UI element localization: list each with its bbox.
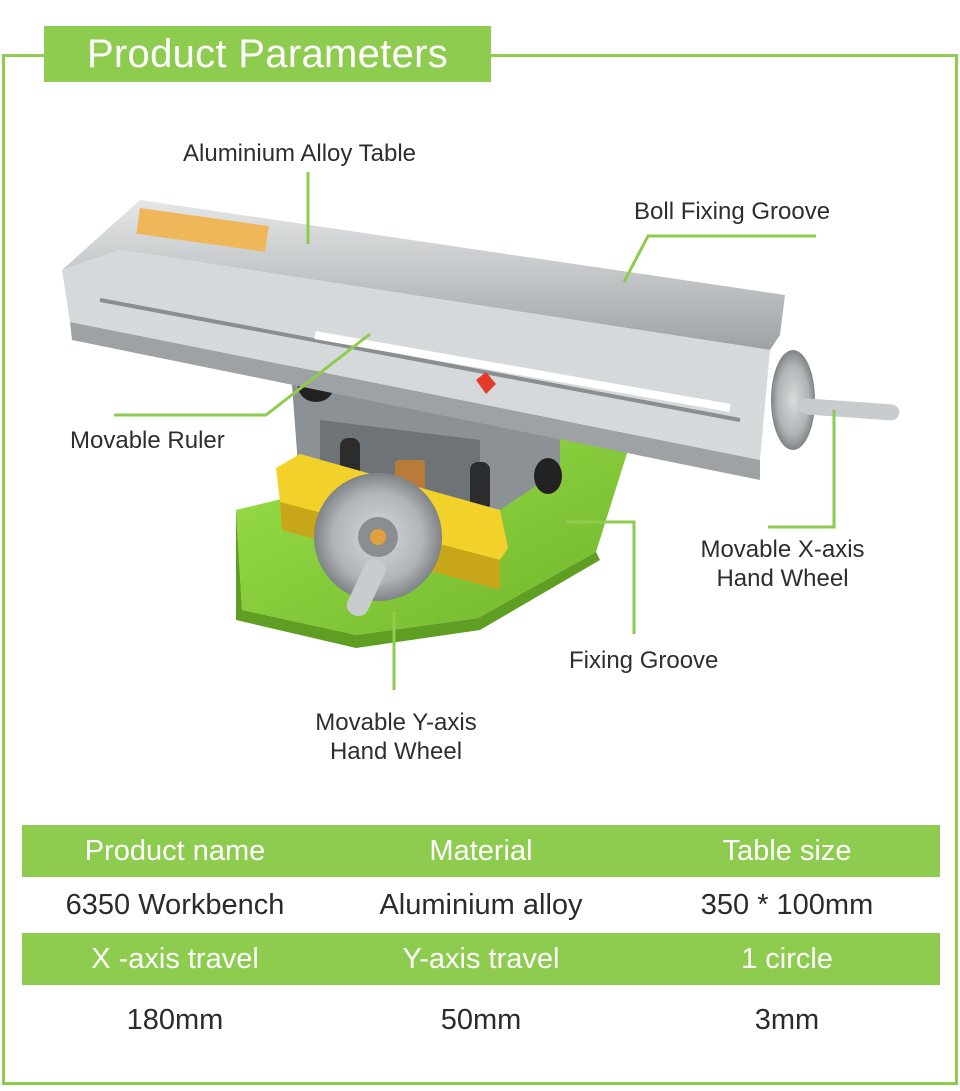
header-x-axis-travel: X -axis travel (91, 942, 259, 975)
page-title: Product Parameters (44, 26, 491, 82)
x-axis-hand-wheel (771, 350, 900, 450)
callout-movable-x-axis-hand-wheel: Movable X-axis Hand Wheel (690, 535, 875, 593)
spec-table: Product name Material Table size 6350 Wo… (22, 825, 940, 1055)
value-y-axis-travel: 50mm (440, 1003, 522, 1036)
aluminium-table (62, 200, 785, 480)
header-product-name: Product name (84, 834, 266, 867)
spec-header-row-1: Product name Material Table size (22, 825, 940, 877)
callout-y-line2: Hand Wheel (329, 738, 463, 765)
value-material: Aluminium alloy (379, 888, 583, 921)
header-material: Material (429, 834, 533, 867)
cross-slide-table-illustration (62, 172, 900, 690)
header-y-axis-travel: Y-axis travel (402, 942, 560, 975)
callout-y-line1: Movable Y-axis (315, 709, 477, 736)
y-axis-hand-wheel (314, 473, 442, 617)
header-table-size: Table size (722, 834, 852, 867)
spec-value-row-2: 180mm 50mm 3mm (22, 985, 940, 1055)
product-image: Aluminium Alloy Table Boll Fixing Groove… (0, 90, 960, 810)
callout-movable-ruler: Movable Ruler (70, 427, 225, 454)
value-one-circle: 3mm (754, 1003, 820, 1036)
value-x-axis-travel: 180mm (126, 1003, 224, 1036)
value-product-name: 6350 Workbench (65, 888, 285, 921)
callout-boll-fixing-groove: Boll Fixing Groove (634, 198, 831, 225)
spec-header-row-2: X -axis travel Y-axis travel 1 circle (22, 933, 940, 985)
header-one-circle: 1 circle (741, 942, 833, 975)
callout-aluminium-alloy-table: Aluminium Alloy Table (183, 140, 417, 167)
callout-fixing-groove: Fixing Groove (569, 647, 719, 674)
callout-movable-y-axis-hand-wheel: Movable Y-axis Hand Wheel (303, 708, 489, 766)
callout-x-line2: Hand Wheel (716, 565, 849, 592)
spec-value-row-1: 6350 Workbench Aluminium alloy 350 * 100… (22, 877, 940, 933)
value-table-size: 350 * 100mm (700, 888, 874, 921)
callout-leaders (114, 172, 836, 690)
callout-x-line1: Movable X-axis (700, 536, 865, 563)
